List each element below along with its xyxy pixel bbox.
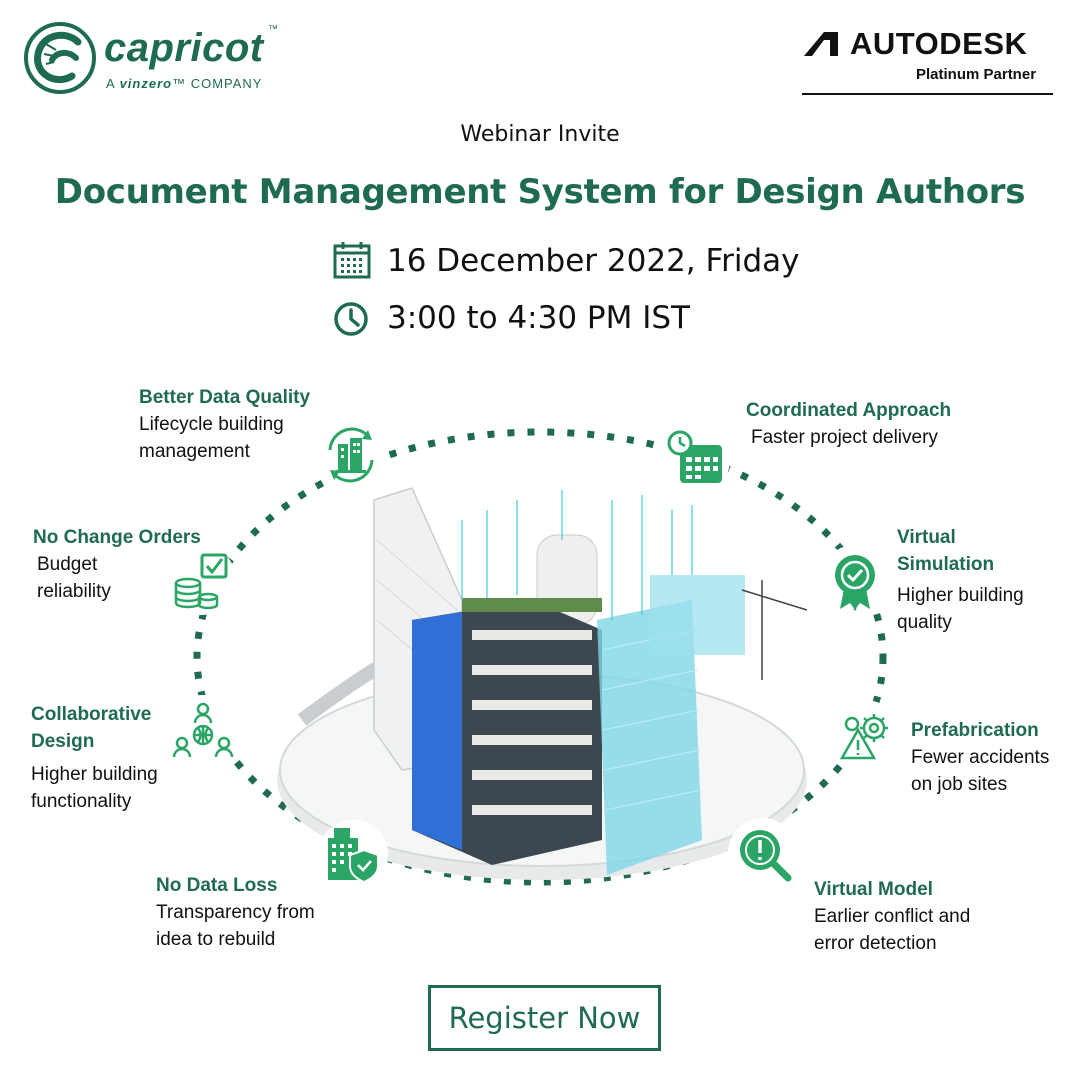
feature-desc-line: functionality bbox=[31, 791, 132, 812]
feature-title: Coordinated Approach bbox=[746, 400, 952, 421]
feature-desc-line: Earlier conflict and bbox=[814, 906, 971, 927]
feature-desc-line: management bbox=[139, 441, 250, 462]
feature-title: Collaborative bbox=[31, 704, 152, 725]
feature-virtual-model: Virtual Model Earlier conflict and error… bbox=[814, 876, 970, 957]
brand-sub-prefix: A bbox=[106, 76, 120, 91]
team-globe-icon bbox=[168, 695, 238, 765]
building-shield-icon bbox=[318, 820, 388, 890]
feature-title: Virtual bbox=[897, 527, 956, 548]
feature-collaborative-design: Collaborative Design Higher building fun… bbox=[31, 701, 158, 815]
feature-desc-line: error detection bbox=[814, 933, 937, 954]
feature-prefabrication: Prefabrication Fewer accidents on job si… bbox=[911, 717, 1049, 798]
brand-name: capricot bbox=[104, 26, 264, 70]
calendar-icon bbox=[333, 242, 371, 279]
partner-name: AUTODESK bbox=[850, 26, 1028, 61]
feature-desc-line: quality bbox=[897, 612, 952, 633]
partner-underline bbox=[802, 93, 1053, 95]
feature-title: Better Data Quality bbox=[139, 387, 311, 408]
warning-gear-icon bbox=[830, 700, 900, 770]
feature-better-data-quality: Better Data Quality Lifecycle building m… bbox=[139, 384, 310, 465]
feature-desc-line: Higher building bbox=[897, 585, 1024, 606]
feature-desc-line: idea to rebuild bbox=[156, 929, 276, 950]
feature-desc-line: on job sites bbox=[911, 774, 1008, 795]
feature-desc-line: reliability bbox=[37, 581, 111, 602]
autodesk-logo-icon bbox=[804, 32, 838, 56]
feature-desc-line: Higher building bbox=[31, 764, 158, 785]
search-alert-icon bbox=[728, 818, 798, 888]
feature-no-change-orders: No Change Orders Budget reliability bbox=[33, 524, 201, 605]
feature-title-line2: Simulation bbox=[897, 554, 995, 575]
feature-title: Prefabrication bbox=[911, 720, 1039, 741]
feature-no-data-loss: No Data Loss Transparency from idea to r… bbox=[156, 872, 315, 953]
feature-title-line2: Design bbox=[31, 731, 95, 752]
feature-coordinated-approach: Coordinated Approach Faster project deli… bbox=[746, 397, 951, 451]
clock-icon bbox=[334, 302, 368, 336]
calendar-clock-icon bbox=[660, 425, 730, 495]
building-refresh-icon bbox=[316, 420, 386, 490]
brand-sub-suffix: ™ COMPANY bbox=[172, 76, 263, 91]
feature-desc-line: Lifecycle building bbox=[139, 414, 284, 435]
brand-subtitle: A vinzero™ COMPANY bbox=[106, 76, 262, 91]
partner-level: Platinum Partner bbox=[916, 66, 1037, 83]
feature-desc-line: Budget bbox=[37, 554, 98, 575]
feature-title: No Change Orders bbox=[33, 527, 201, 548]
brand-trademark: ™ bbox=[268, 24, 278, 35]
webinar-title: Document Management System for Design Au… bbox=[54, 172, 1026, 212]
webinar-time: 3:00 to 4:30 PM IST bbox=[387, 300, 690, 336]
award-badge-icon bbox=[820, 545, 890, 615]
capricot-logo-icon bbox=[24, 22, 96, 94]
webinar-invite-label: Webinar Invite bbox=[460, 122, 620, 147]
coins-check-icon bbox=[166, 545, 236, 615]
feature-virtual-simulation: Virtual Simulation Higher building quali… bbox=[897, 524, 1024, 636]
feature-title: Virtual Model bbox=[814, 879, 933, 900]
feature-desc-line: Faster project delivery bbox=[751, 427, 938, 448]
feature-desc-line: Transparency from bbox=[156, 902, 315, 923]
building-model-illustration bbox=[277, 487, 808, 880]
feature-title: No Data Loss bbox=[156, 875, 278, 896]
feature-desc-line: Fewer accidents bbox=[911, 747, 1050, 768]
register-now-button[interactable]: Register Now bbox=[428, 985, 661, 1051]
brand-sub-vinzero: vinzero bbox=[119, 76, 173, 91]
webinar-date: 16 December 2022, Friday bbox=[387, 243, 800, 279]
